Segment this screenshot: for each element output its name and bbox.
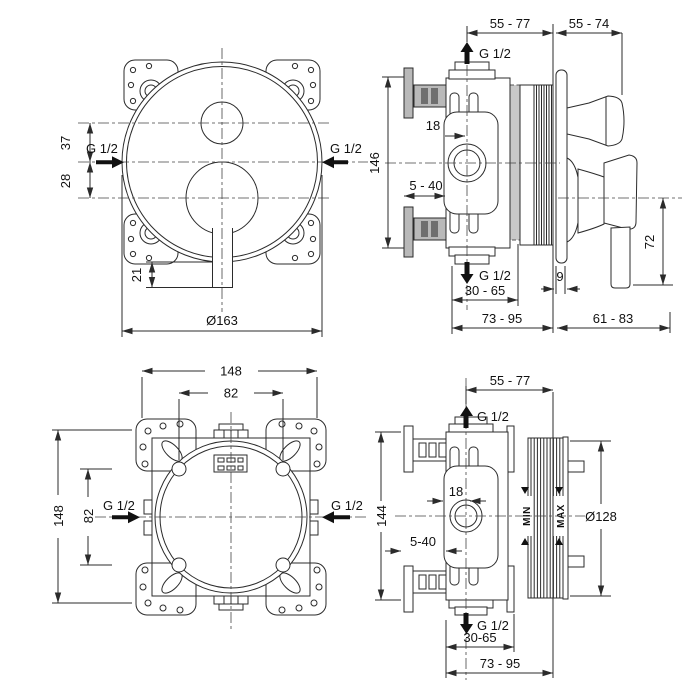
faceplate — [555, 69, 568, 264]
outlet-bottom-label: G 1/2 — [479, 268, 511, 283]
box-outlet-bottom-arrow-icon — [460, 613, 473, 634]
box-inlet-left-arrow-icon — [112, 511, 140, 524]
name-plate — [213, 454, 248, 473]
box-outlet-bottom-label: G 1/2 — [477, 618, 509, 633]
dim-handle-projection: 61 - 83 — [593, 311, 633, 326]
handle-grip — [603, 154, 638, 230]
outlet-top-label: G 1/2 — [479, 46, 511, 61]
diverter-knob-side — [566, 95, 625, 147]
min-marker-label: MIN — [522, 506, 533, 526]
handle-lever-side — [610, 226, 631, 289]
dim-box-total-depth: 73 - 95 — [480, 656, 520, 671]
box-outlet-top-arrow-icon — [460, 406, 473, 428]
plaster-column — [509, 84, 521, 241]
dim-box-cartridge-offset: 18 — [449, 484, 463, 499]
thread-ribs — [519, 84, 554, 246]
dim-sleeve-diameter: Ø128 — [585, 509, 617, 524]
handle-lever — [212, 228, 233, 288]
inlet-right-label: G 1/2 — [330, 141, 362, 156]
dim-rough-in-depth: 30 - 65 — [465, 283, 505, 298]
side-inlet-bosses — [143, 499, 319, 536]
box-inlet-right-arrow-icon — [322, 511, 350, 524]
dim-cartridge-offset: 18 — [426, 118, 440, 133]
dim-lever-projection: 21 — [129, 268, 144, 282]
corner-plates — [135, 418, 327, 616]
inlet-left-label: G 1/2 — [86, 141, 118, 156]
dim-box-depth-body: 55 - 77 — [490, 373, 530, 388]
dim-box-width: 148 — [220, 364, 242, 379]
dim-total-depth: 73 - 95 — [482, 311, 522, 326]
dim-plate-diameter: Ø163 — [206, 313, 238, 328]
trim-front-view: 37 28 G 1/2 G 1/2 21 Ø163 — [58, 48, 368, 337]
dim-screw-spacing-v: 82 — [81, 509, 96, 523]
inlet-left-arrow-icon — [96, 156, 124, 169]
dim-screw-spacing-h: 82 — [224, 386, 238, 401]
outlet-bottom-arrow-icon — [460, 262, 474, 284]
dim-box-side-height: 144 — [374, 505, 389, 527]
dim-lever-length: 72 — [642, 235, 657, 249]
trim-side-view: 146 55 - 77 55 - 74 G 1/2 18 5 - 40 G 1/… — [367, 16, 682, 334]
handle-cone — [577, 168, 605, 234]
dim-offset-top: 37 — [58, 136, 73, 150]
dim-box-rough-in-depth: 30-65 — [463, 630, 496, 645]
dim-depth-knob: 55 - 74 — [569, 16, 609, 31]
dim-height: 146 — [367, 152, 382, 174]
box-inlet-right-label: G 1/2 — [331, 498, 363, 513]
mounting-lugs — [123, 59, 321, 265]
wall-bracket-flange-bottom — [403, 206, 414, 258]
box-inlet-left-label: G 1/2 — [103, 498, 135, 513]
dim-depth-body: 55 - 77 — [490, 16, 530, 31]
box-outlet-top-label: G 1/2 — [477, 409, 509, 424]
box-side-view: MIN MAX 55 - 77 G 1/2 144 18 5-40 Ø128 G… — [374, 373, 617, 680]
box-front-view: 148 82 148 82 G 1/2 G 1/2 — [51, 364, 368, 630]
dim-box-plaster-depth: 5-40 — [410, 534, 436, 549]
inlet-right-arrow-icon — [322, 156, 348, 169]
dim-plaster-depth: 5 - 40 — [409, 178, 442, 193]
wall-bracket-flange-top — [403, 67, 414, 119]
dim-offset-bottom: 28 — [58, 174, 73, 188]
outlet-top-arrow-icon — [460, 42, 474, 64]
dim-plate-thickness: 9 — [556, 269, 563, 284]
dim-box-height: 148 — [51, 505, 66, 527]
